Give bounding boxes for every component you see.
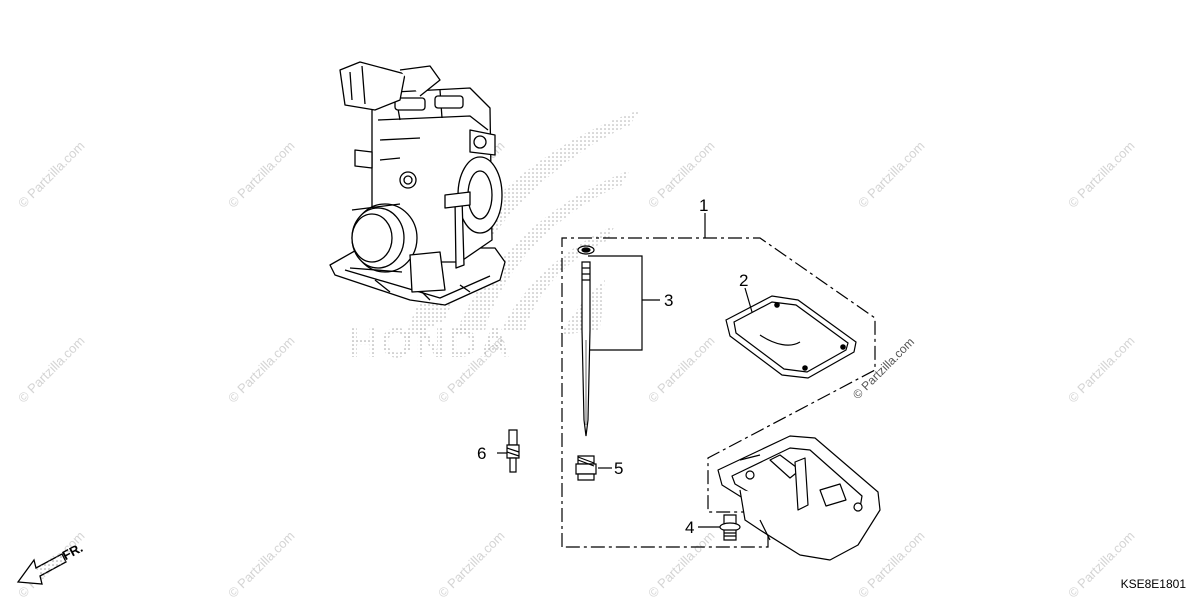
callout-2: 2 <box>739 271 749 290</box>
drain-screw <box>719 514 741 541</box>
main-jet <box>575 455 597 481</box>
callout-1: 1 <box>699 196 709 215</box>
callout-6: 6 <box>477 444 487 463</box>
callout-3: 3 <box>664 291 674 310</box>
jet-needle <box>577 245 595 437</box>
float-chamber-gasket <box>725 295 857 379</box>
diagram-code: KSE8E1801 <box>1120 577 1186 591</box>
callout-4: 4 <box>685 518 695 537</box>
callout-5: 5 <box>614 459 624 478</box>
carburetor-assembly <box>329 61 506 306</box>
float-chamber <box>717 435 881 561</box>
front-direction-arrow <box>16 553 67 585</box>
pilot-jet <box>506 429 520 473</box>
honda-brand-watermark: HONDA <box>348 319 512 366</box>
